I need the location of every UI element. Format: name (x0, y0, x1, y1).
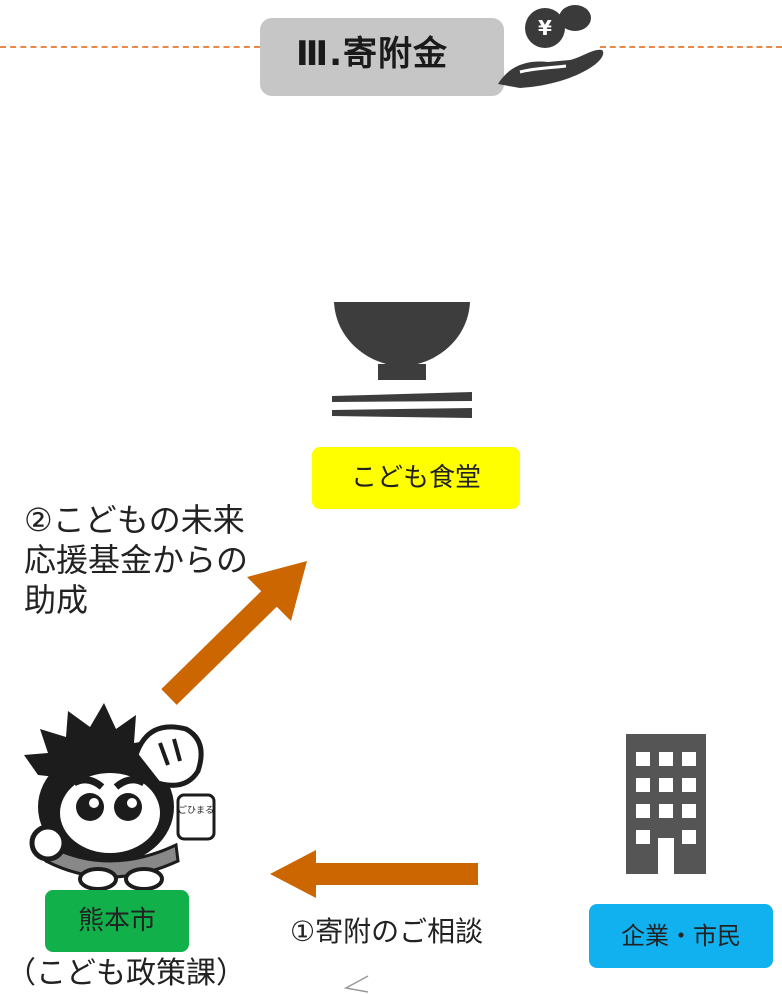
header-divider-left (0, 46, 260, 48)
mascot-badge-text: ごひまる (178, 804, 214, 816)
svg-text:¥: ¥ (538, 16, 552, 40)
city-department: （こども政策課） (6, 956, 246, 991)
building-icon (626, 734, 706, 874)
grant-flow-line1: ②こどもの未来 (24, 501, 245, 539)
hand-coin-icon: ¥ (498, 5, 604, 88)
donation-arrow (270, 850, 478, 898)
grant-arrow (161, 561, 307, 705)
mascot-character: ごひまる (24, 703, 216, 891)
cafeteria-label: こども食堂 (312, 447, 520, 509)
rice-bowl-icon (332, 302, 472, 418)
section-title-box (260, 18, 504, 96)
grant-flow-line3: 助成 (24, 581, 89, 619)
section-title: Ⅲ.寄附金 (296, 34, 449, 74)
city-label: 熊本市 (45, 890, 189, 952)
donation-flow-label: ①寄附のご相談 (290, 915, 484, 948)
grant-flow-line2: 応援基金からの (24, 541, 249, 579)
header-divider-right (600, 46, 782, 48)
donors-label: 企業・市民 (589, 904, 773, 968)
cursor-mark (343, 975, 369, 993)
